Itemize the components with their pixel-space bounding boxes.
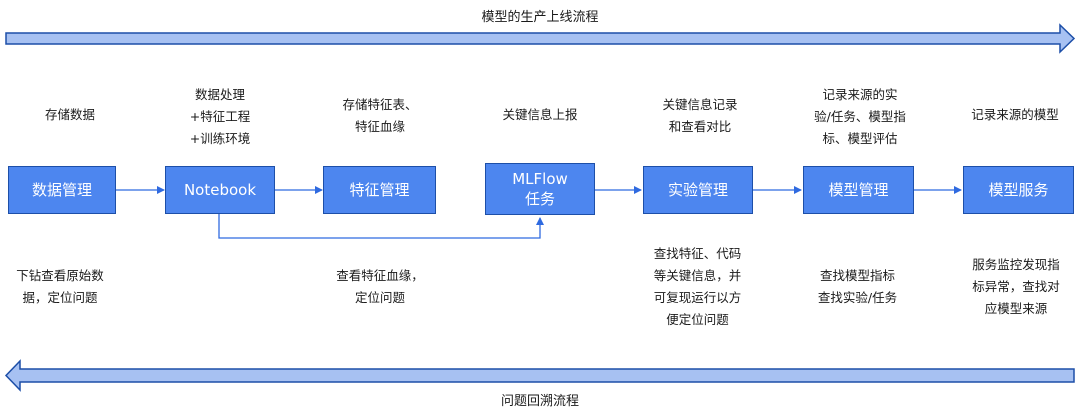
note-top-service: 记录来源的模型 [971,107,1059,122]
note-bottom-service: 服务监控发现指 标异常，查找对 应模型来源 [972,257,1060,316]
bottom-banner-label: 问题回溯流程 [500,394,579,409]
stage-model-management[interactable]: 模型管理 [803,166,914,214]
note-bottom-feature: 查看特征血缘， 定位问题 [336,268,424,305]
bottom-banner-arrow [4,359,1075,392]
note-top-data: 存储数据 [44,107,95,122]
stage-model-service[interactable]: 模型服务 [963,166,1074,214]
top-banner-arrow [5,23,1076,54]
connector-notebook-mlflow [218,214,544,239]
note-top-notebook: 数据处理 +特征工程 +训练环境 [189,87,251,146]
note-top-mlflow: 关键信息上报 [502,107,578,122]
top-banner-label: 模型的生产上线流程 [481,10,599,25]
note-top-experiment: 关键信息记录 和查看对比 [662,97,738,134]
note-bottom-data: 下钻查看原始数 据，定位问题 [16,268,104,305]
stage-experiment-management[interactable]: 实验管理 [643,166,753,214]
stage-feature-management[interactable]: 特征管理 [323,166,436,214]
stage-notebook[interactable]: Notebook [165,166,275,214]
note-bottom-experiment: 查找特征、代码 等关键信息，并 可复现运行以方 便定位问题 [653,246,742,327]
stage-mlflow-task[interactable]: MLFlow 任务 [485,163,595,215]
note-bottom-model: 查找模型指标 查找实验/任务 [817,268,898,305]
note-top-model: 记录来源的实 验/任务、模型指 标、模型评估 [814,87,906,146]
note-top-feature: 存储特征表、 特征血缘 [342,97,418,134]
stage-data-management[interactable]: 数据管理 [8,166,116,214]
